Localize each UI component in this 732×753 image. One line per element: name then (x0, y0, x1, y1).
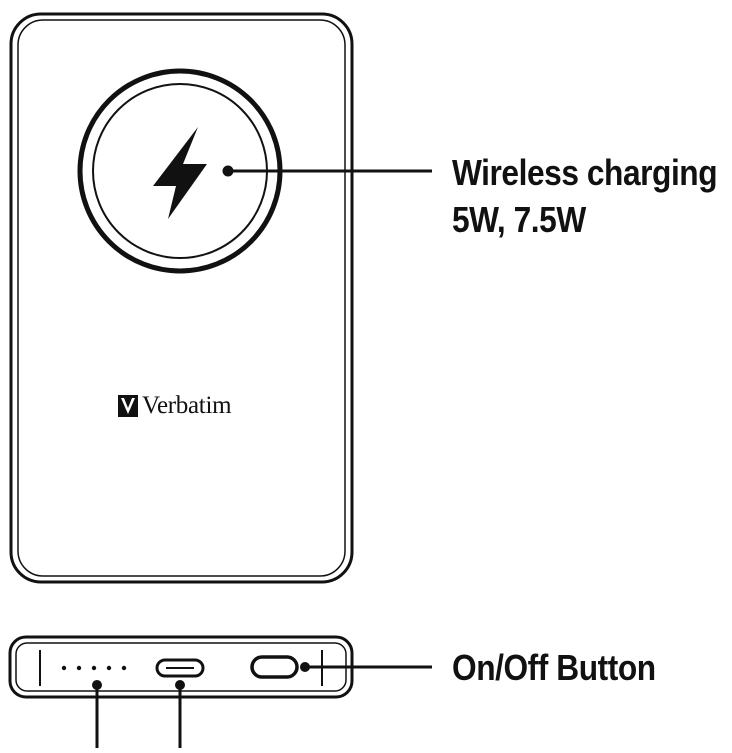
port-callout-leader (175, 680, 185, 748)
led-callout-leader (92, 680, 102, 748)
brand-name: Verbatim (142, 392, 232, 419)
power-button (250, 655, 299, 679)
brand-mark: Verbatim (118, 392, 232, 419)
power-bank-front (9, 12, 354, 584)
wireless-charging-label: Wireless charging (452, 152, 718, 193)
onoff-button-label: On/Off Button (452, 647, 656, 688)
verbatim-v-logo-icon (118, 394, 138, 417)
usb-c-port (155, 658, 205, 678)
lightning-bolt-icon (153, 127, 207, 219)
wireless-callout-leader (222, 165, 432, 177)
led-indicator-dots (61, 665, 127, 671)
onoff-callout-leader (300, 662, 432, 672)
wireless-power-label: 5W, 7.5W (452, 199, 586, 240)
